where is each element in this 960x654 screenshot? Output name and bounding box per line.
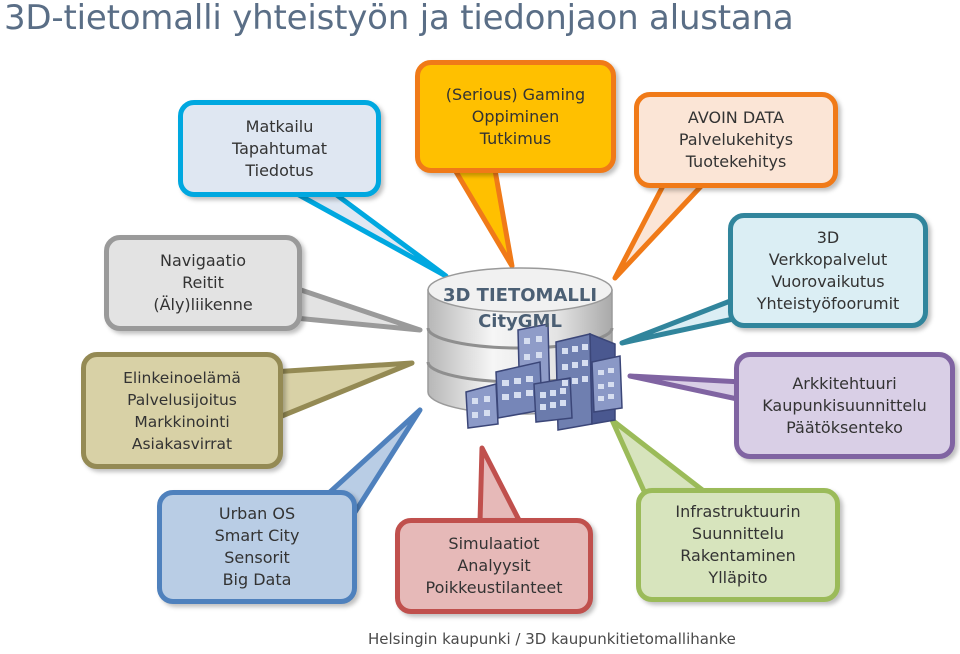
bubble-line: Arkkitehtuuri [792,373,896,395]
bubble-line: Tuotekehitys [686,151,787,173]
tail-arkkitehtuuri [630,376,742,400]
bubble-line: Vuorovaikutus [771,271,884,293]
bubble-line: Oppiminen [472,106,560,128]
bubble-line: Elinkeinoelämä [123,367,241,389]
bubble-line: Big Data [223,569,292,591]
bubble-line: Tutkimus [480,128,552,150]
bubble-line: Päätöksenteko [786,417,903,439]
bubble-line: Markkinointi [134,411,229,433]
bubble-line: Poikkeustilanteet [426,577,563,599]
bubble-line: Sensorit [224,547,290,569]
tail-navigaatio [295,288,420,330]
bubble-line: Tiedotus [245,160,313,182]
bubble-line: Tapahtumat [232,138,327,160]
tail-simulaatiot [480,448,520,522]
bubble-line: Suunnittelu [692,523,784,545]
center-title: 3D TIETOMALLI [425,283,615,309]
bubble-line: Yhteistyöfoorumit [757,293,900,315]
bubble-line: Matkailu [246,116,314,138]
tail-avoin [615,182,705,278]
bubble-line: Asiakasvirrat [132,433,232,455]
tail-gaming [455,170,512,266]
bubble-line: 3D [817,227,840,249]
center-subtitle: CityGML [425,309,615,335]
tail-verkko [622,298,738,343]
bubble-line: Simulaatiot [448,533,539,555]
bubble-line: Urban OS [219,503,295,525]
bubble-line: Verkkopalvelut [769,249,887,271]
bubble-line: (Serious) Gaming [446,84,585,106]
bubble-line: Rakentaminen [680,545,795,567]
bubble-line: Reitit [182,272,224,294]
bubble-line: Kaupunkisuunnittelu [762,395,927,417]
bubble-line: Ylläpito [708,567,767,589]
bubble-line: Infrastruktuurin [675,501,800,523]
bubble-line: Navigaatio [160,250,246,272]
bubble-line: Palvelukehitys [679,129,793,151]
bubble-line: AVOIN DATA [688,107,784,129]
tail-matkailu [290,190,446,276]
central-database-label: 3D TIETOMALLI CityGML [425,283,615,335]
bubble-line: Palvelusijoitus [127,389,237,411]
footer-credit: Helsingin kaupunki / 3D kaupunkitietomal… [368,630,736,648]
tail-elinkeino [272,363,412,420]
bubble-line: (Äly)liikenne [153,294,252,316]
bubble-line: Analyysit [457,555,530,577]
bubble-line: Smart City [215,525,300,547]
